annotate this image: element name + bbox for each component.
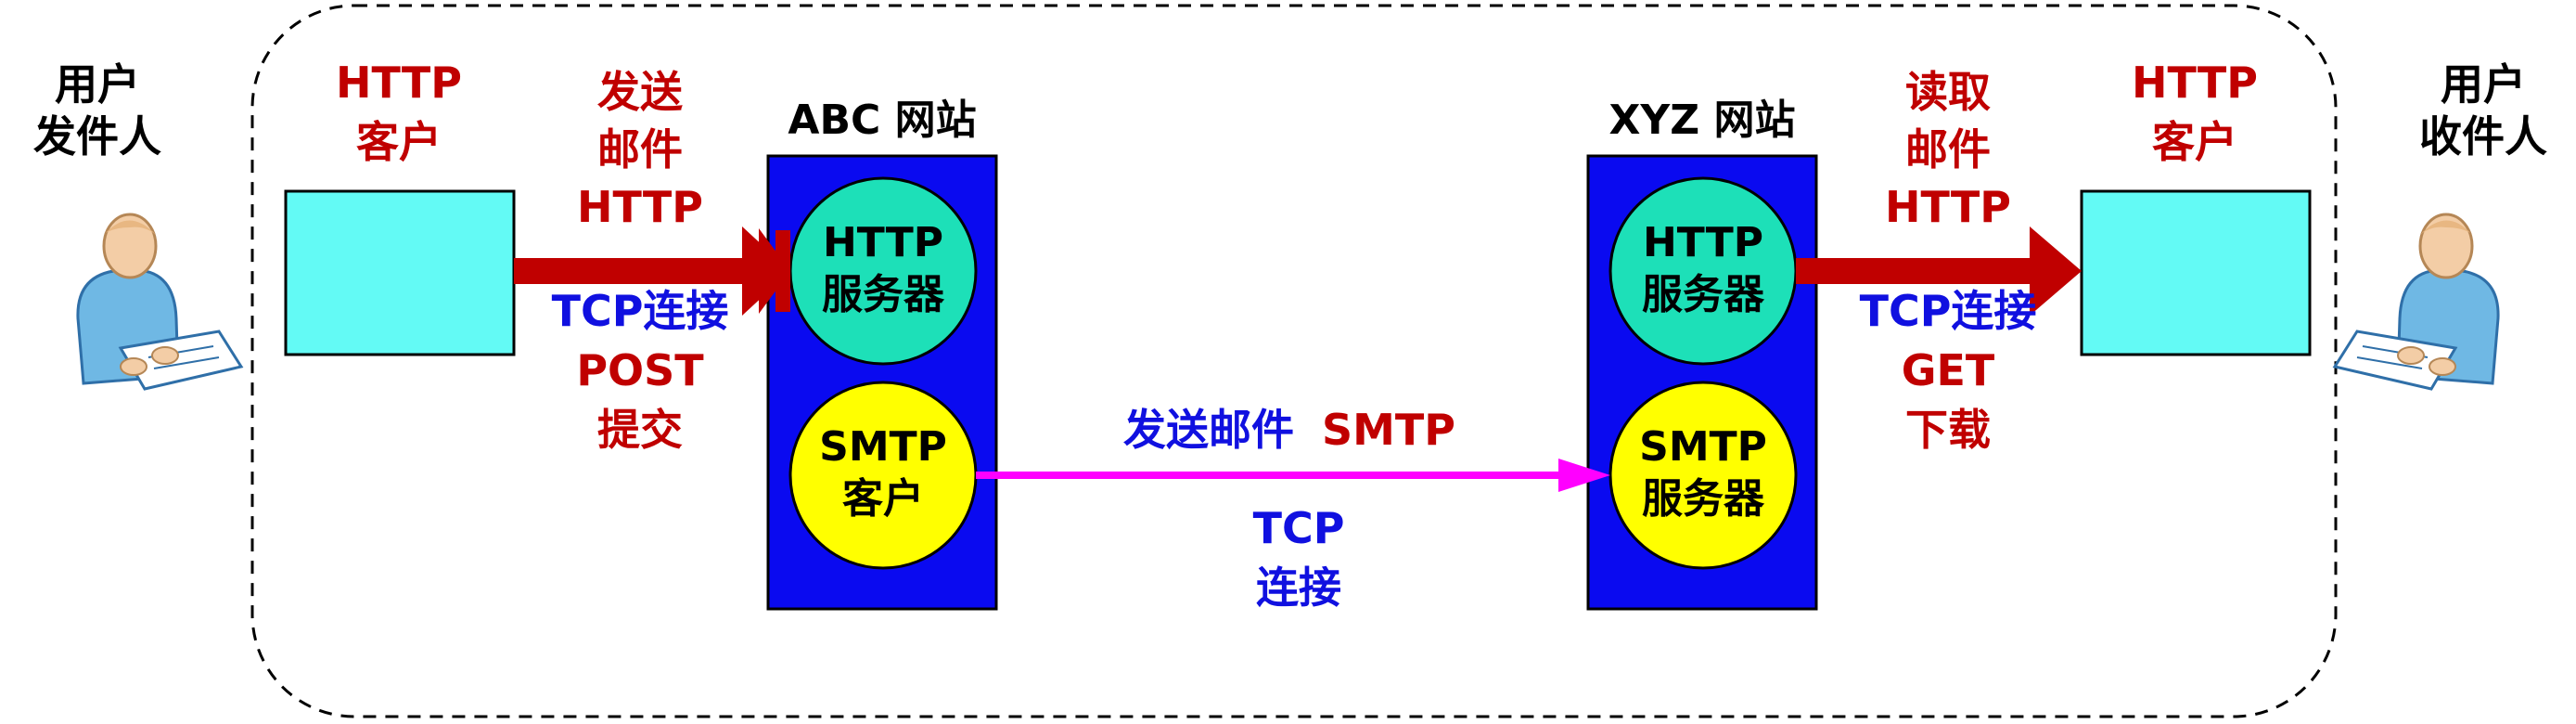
smtp-link-arrowhead bbox=[1558, 459, 1610, 492]
smtp-link-top-red: SMTP bbox=[1322, 405, 1455, 455]
abc-http-server-line2: 服务器 bbox=[822, 271, 944, 318]
sender-label: 用户 发件人 bbox=[19, 63, 176, 158]
abc-smtp-client-label: SMTP 客户 bbox=[790, 427, 976, 520]
receiver-line2: 收件人 bbox=[2419, 111, 2547, 162]
send-arrow-bottom-labels: TCP连接 POST 提交 bbox=[538, 290, 742, 451]
xyz-site-title: XYZ 网站 bbox=[1608, 97, 1796, 144]
receiver-label: 用户 收件人 bbox=[2404, 63, 2562, 158]
abc-smtp-client-line2: 客户 bbox=[842, 475, 924, 523]
receiver-line1: 用户 bbox=[2441, 59, 2526, 110]
read-http-arrowhead bbox=[2030, 226, 2082, 316]
read-arrow-bottom-3: 下载 bbox=[1905, 405, 1991, 455]
read-arrow-top-1: 读取 bbox=[1905, 67, 1991, 117]
send-arrow-bottom-2: POST bbox=[576, 345, 704, 395]
read-arrow-bottom-labels: TCP连接 GET 下载 bbox=[1846, 290, 2050, 451]
sender-line1: 用户 bbox=[55, 59, 140, 110]
person-at-desk-icon bbox=[2332, 213, 2500, 391]
xyz-http-server-line2: 服务器 bbox=[1642, 271, 1764, 318]
read-arrow-bottom-2: GET bbox=[1901, 345, 1995, 395]
smtp-link-bottom-label: TCP 连接 bbox=[1206, 507, 1391, 609]
send-arrow-top-2: 邮件 bbox=[597, 124, 683, 175]
receiver-http-client-box bbox=[2080, 189, 2312, 356]
abc-http-server-label: HTTP 服务器 bbox=[790, 223, 976, 316]
xyz-smtp-server-line2: 服务器 bbox=[1642, 475, 1764, 523]
read-arrow-top-2: 邮件 bbox=[1905, 124, 1991, 175]
smtp-link-shaft bbox=[976, 472, 1579, 479]
xyz-smtp-server-label: SMTP 服务器 bbox=[1610, 427, 1796, 520]
send-arrow-top-1: 发送 bbox=[597, 67, 683, 117]
xyz-http-server-label: HTTP 服务器 bbox=[1610, 223, 1796, 316]
receiver-client-line2: 客户 bbox=[2152, 117, 2237, 167]
send-http-arrowhead-main bbox=[742, 226, 790, 316]
abc-site-title: ABC 网站 bbox=[788, 97, 977, 144]
abc-smtp-client-line1: SMTP bbox=[819, 423, 947, 471]
read-arrow-top-labels: 读取 邮件 HTTP bbox=[1855, 71, 2041, 228]
smtp-link-top-label: 发送邮件 SMTP bbox=[1076, 408, 1503, 451]
read-arrow-top-3: HTTP bbox=[1884, 182, 2012, 232]
send-arrow-bottom-1: TCP连接 bbox=[551, 286, 729, 336]
smtp-link-top-blue: 发送邮件 bbox=[1122, 405, 1294, 455]
send-arrow-bottom-3: 提交 bbox=[597, 405, 683, 455]
read-arrow-bottom-1: TCP连接 bbox=[1859, 286, 2037, 336]
smtp-link-bottom-1: TCP bbox=[1252, 503, 1345, 553]
sender-line2: 发件人 bbox=[33, 111, 161, 162]
sender-client-label: HTTP 客户 bbox=[315, 61, 482, 163]
read-http-arrow bbox=[1796, 258, 2033, 284]
abc-http-server-line1: HTTP bbox=[822, 219, 944, 266]
person-at-desk-icon bbox=[76, 213, 244, 391]
send-arrow-top-labels: 发送 邮件 HTTP bbox=[547, 71, 733, 228]
smtp-link-bottom-2: 连接 bbox=[1256, 562, 1341, 613]
sender-client-line2: 客户 bbox=[356, 117, 442, 167]
xyz-smtp-server-line1: SMTP bbox=[1639, 423, 1767, 471]
sender-http-client-box bbox=[284, 189, 516, 356]
receiver-client-line1: HTTP bbox=[2131, 58, 2259, 108]
sender-client-line1: HTTP bbox=[335, 58, 463, 108]
send-arrow-top-3: HTTP bbox=[576, 182, 704, 232]
xyz-http-server-line1: HTTP bbox=[1642, 219, 1764, 266]
receiver-client-label: HTTP 客户 bbox=[2111, 61, 2278, 163]
send-http-arrow bbox=[514, 230, 790, 312]
system-boundary bbox=[250, 4, 2338, 718]
